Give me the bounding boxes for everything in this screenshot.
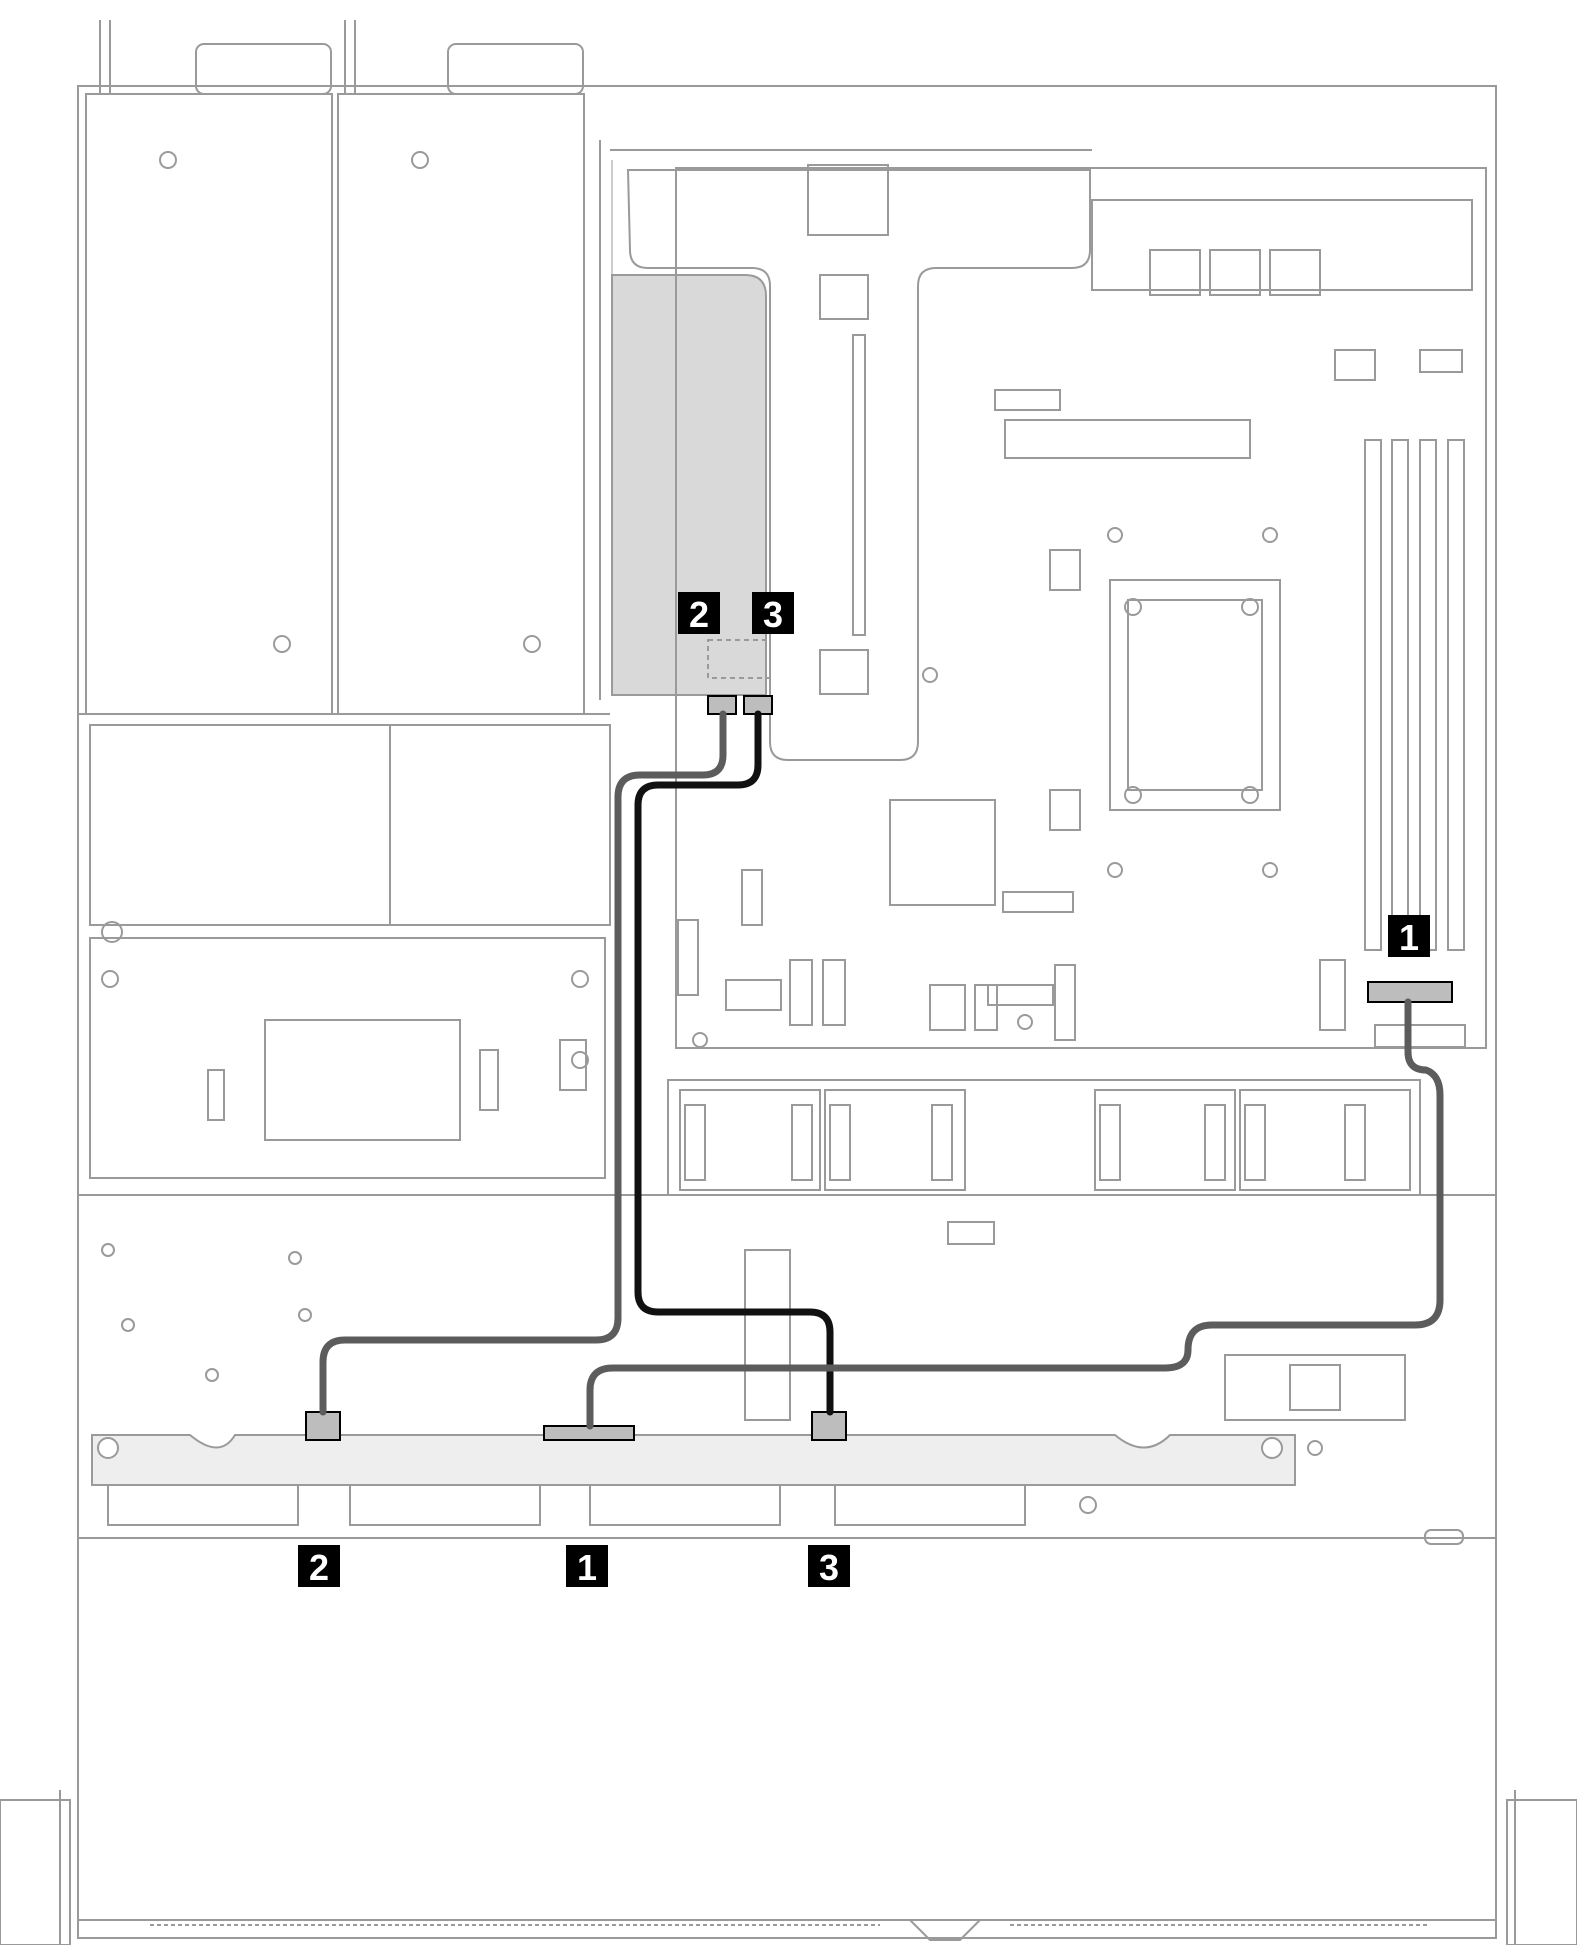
svg-text:3: 3: [819, 1547, 839, 1588]
svg-text:3: 3: [763, 594, 783, 635]
callout-backplane-1: 1: [566, 1545, 608, 1588]
internal-drive-cage: [89, 724, 611, 1179]
callout-board-1: 1: [1388, 915, 1430, 958]
cable-1: [586, 998, 1444, 1430]
fan-modules: [667, 1079, 1421, 1196]
svg-text:1: 1: [1399, 917, 1419, 958]
callout-riser-3: 3: [752, 592, 794, 635]
callout-backplane-3: 3: [808, 1545, 850, 1588]
callout-backplane-2: 2: [298, 1545, 340, 1588]
backplane-connector-2: [305, 1411, 341, 1441]
system-board-connector-1: [1367, 981, 1453, 1003]
svg-text:1: 1: [577, 1547, 597, 1588]
backplane-connector-3: [811, 1411, 847, 1441]
cable-2: [319, 710, 727, 1416]
power-supply-units: [78, 20, 610, 715]
drive-backplane: [91, 1434, 1296, 1486]
cable-3: [634, 710, 834, 1416]
callout-riser-2: 2: [678, 592, 720, 635]
svg-text:2: 2: [689, 594, 709, 635]
pcie-riser-assembly: [599, 140, 1092, 761]
cables: [319, 710, 1444, 1430]
drive-bay-area: [101, 1221, 1464, 1545]
svg-text:2: 2: [309, 1547, 329, 1588]
